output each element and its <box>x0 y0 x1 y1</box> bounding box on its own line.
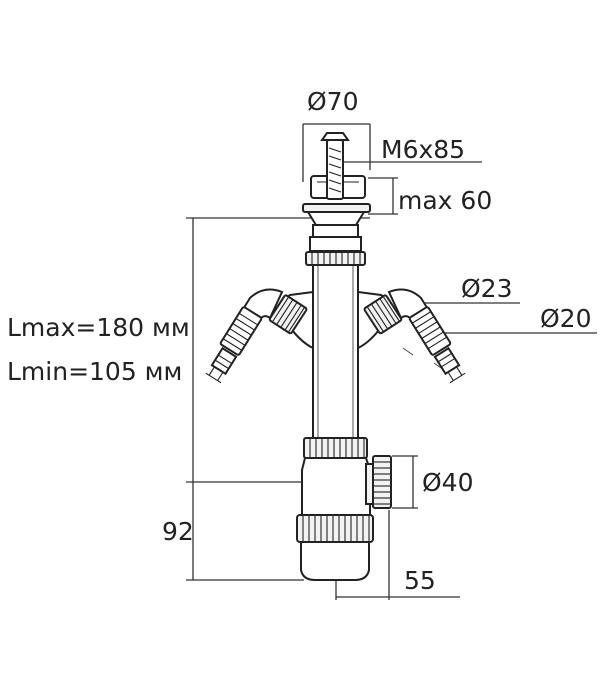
diameter-23-label: Ø23 <box>461 274 513 303</box>
vertical-pipe <box>312 264 359 441</box>
right-side-outlet <box>357 288 466 384</box>
top-nut <box>305 251 366 266</box>
diameter-40-label: Ø40 <box>422 468 474 497</box>
lmin-label: Lmin=105 мм <box>7 357 182 386</box>
left-side-outlet <box>205 288 314 384</box>
strainer <box>310 132 366 200</box>
diameter-70-label: Ø70 <box>307 87 359 116</box>
screw-m6x85-label: M6x85 <box>381 135 465 164</box>
height-92-label: 92 <box>162 517 194 546</box>
width-55-label: 55 <box>404 566 436 595</box>
flange <box>302 203 371 252</box>
diameter-20-label: Ø20 <box>540 304 592 333</box>
lmax-label: Lmax=180 мм <box>7 313 190 342</box>
max-60-label: max 60 <box>398 186 492 215</box>
dimension-lines <box>186 123 597 600</box>
bottle-trap <box>296 437 392 581</box>
